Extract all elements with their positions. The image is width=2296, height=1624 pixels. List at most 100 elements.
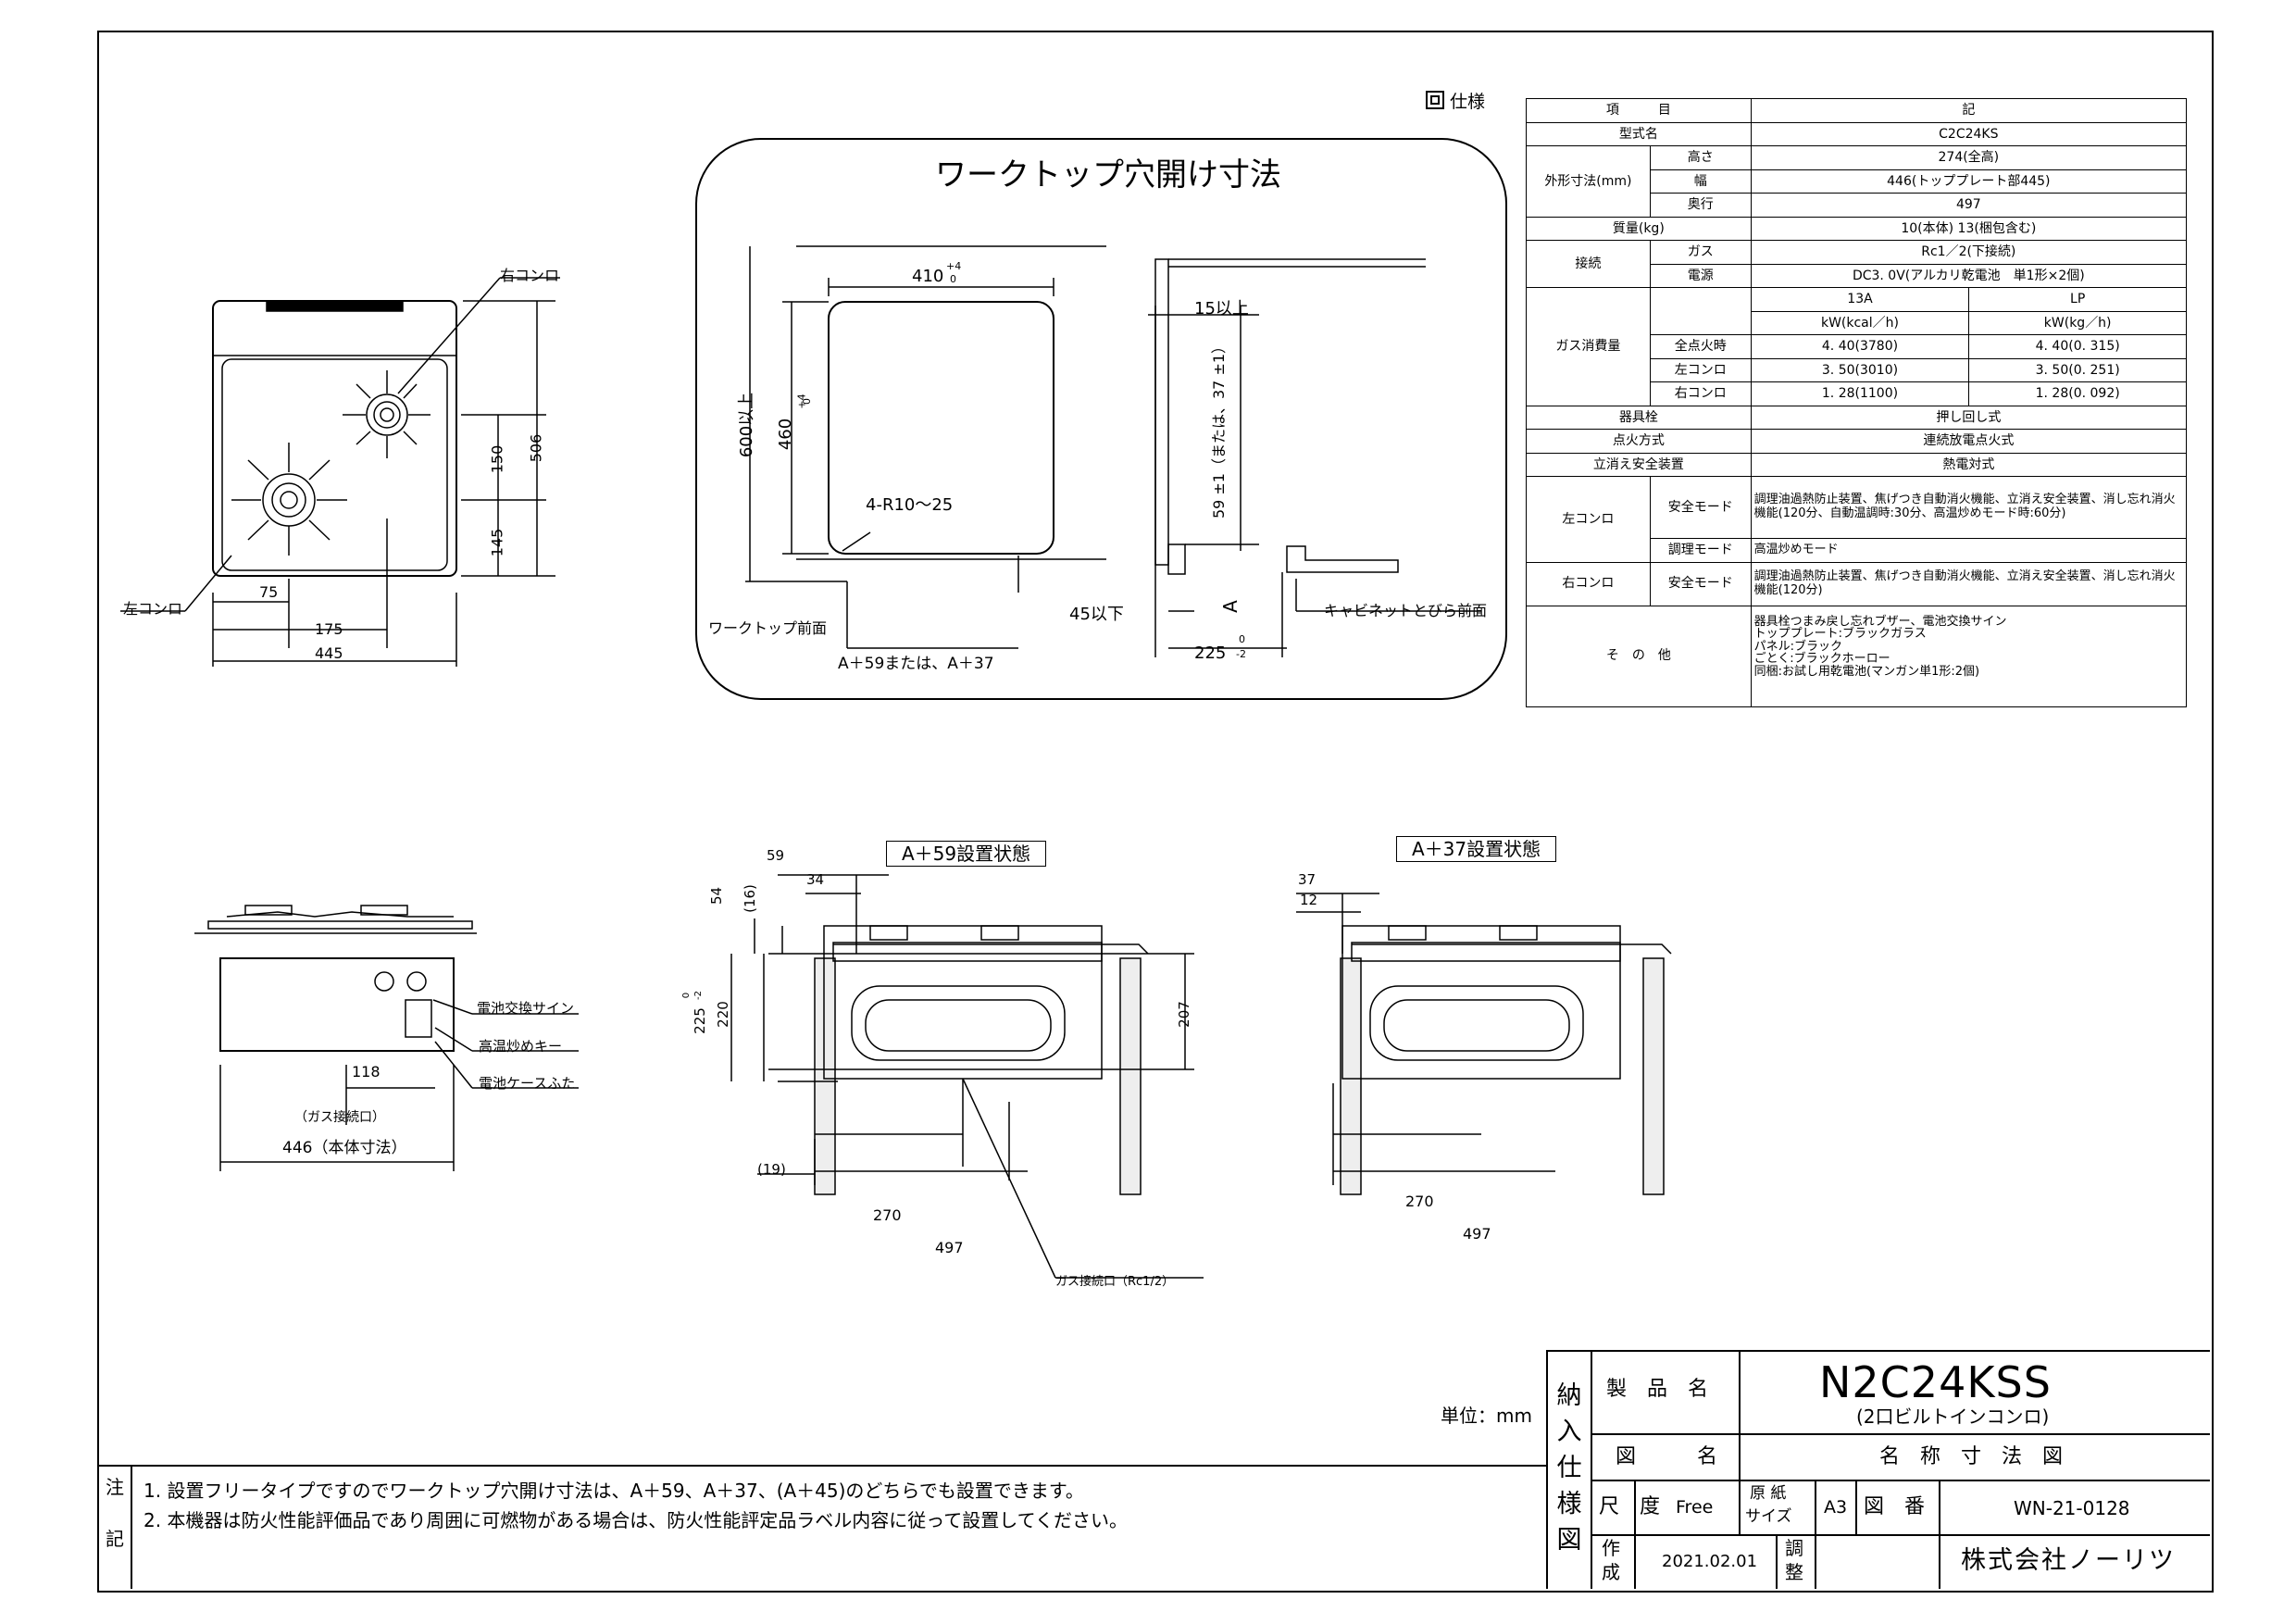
spec-right-label: 右コンロ bbox=[1649, 381, 1752, 406]
tb-made-label1: 作 bbox=[1602, 1537, 1620, 1559]
dim-37: 37 bbox=[1298, 871, 1316, 888]
spec-mass-label: 質量(kg) bbox=[1526, 216, 1752, 241]
dim-207: 207 bbox=[1175, 1001, 1192, 1028]
spec-h-label: 高さ bbox=[1649, 145, 1752, 170]
dim-75: 75 bbox=[259, 583, 279, 601]
tb-made-label2: 成 bbox=[1602, 1561, 1620, 1583]
tb-paper-label2: サイズ bbox=[1745, 1507, 1792, 1526]
tb-product-sub: (2口ビルトインコンロ) bbox=[1856, 1405, 2050, 1428]
spec-other: 器具栓つまみ戻し忘れブザー、電池交換サイントッププレート:ブラックガラスパネル:… bbox=[1750, 605, 2188, 707]
dim-150: 150 bbox=[488, 444, 506, 474]
tb-company: 株式会社ノーリツ bbox=[1961, 1546, 2176, 1575]
spec-power-label: 電源 bbox=[1649, 263, 1752, 288]
note-2: 2. 本機器は防火性能評価品であり周囲に可燃物がある場合は、防火性能評定品ラベル… bbox=[144, 1509, 1129, 1531]
spec-ign: 連続放電点火式 bbox=[1750, 429, 2188, 454]
dim-225-59: 225 bbox=[691, 1007, 708, 1034]
tb-check-label2: 整 bbox=[1785, 1561, 1803, 1583]
spec-icon bbox=[1424, 89, 1446, 111]
dim-12: 12 bbox=[1300, 892, 1318, 908]
drawing-border bbox=[97, 31, 2214, 1593]
spec-outer-label: 外形寸法(mm) bbox=[1526, 145, 1651, 218]
spec-d-label: 奥行 bbox=[1649, 193, 1752, 218]
spec-rc-safe: 調理油過熱防止装置、焦げつき自動消火機能、立消え安全装置、消し忘れ消火機能(12… bbox=[1750, 561, 2188, 606]
label-worktop-front: ワークトップ前面 bbox=[708, 619, 828, 637]
spec-model-label: 型式名 bbox=[1526, 121, 1752, 146]
tb-no: WN-21-0128 bbox=[2014, 1497, 2130, 1519]
dim-460: 460 bbox=[776, 418, 796, 451]
tb-date: 2021.02.01 bbox=[1662, 1552, 1758, 1571]
tb-no-label: 図 番 bbox=[1864, 1495, 1926, 1518]
spec-all-label: 全点火時 bbox=[1649, 334, 1752, 359]
notes-label-2: 記 bbox=[106, 1528, 124, 1550]
dim-600: 600以上 bbox=[737, 392, 757, 458]
dim-16: (16) bbox=[741, 884, 758, 913]
dim-45-under: 45以下 bbox=[1069, 605, 1124, 624]
note-1: 1. 設置フリータイプですのでワークトップ穴開け寸法は、A＋59、A＋37、(A… bbox=[144, 1480, 1084, 1502]
spec-rc-safemode-label: 安全モード bbox=[1649, 561, 1752, 606]
spec-model: C2C24KS bbox=[1750, 121, 2188, 146]
label-gas-port-rc: ガス接続口（Rc1/2） bbox=[1055, 1275, 1175, 1289]
label-a-formula: A＋59または、A＋37 bbox=[838, 655, 994, 673]
tb-scale: Free bbox=[1676, 1497, 1714, 1518]
spec-13a: 13A bbox=[1750, 287, 1970, 312]
label-battery-cover: 電池ケースふた bbox=[479, 1075, 576, 1092]
spec-u13a: kW(kcal／h) bbox=[1750, 310, 1970, 335]
side37-body bbox=[1341, 925, 1621, 1080]
workhole-frame bbox=[695, 138, 1507, 700]
spec-left13a: 3. 50(3010) bbox=[1750, 357, 1970, 382]
cutout-outline bbox=[828, 301, 1054, 555]
spec-rightlp: 1. 28(0. 092) bbox=[1968, 381, 2187, 406]
spec-safety-label: 立消え安全装置 bbox=[1526, 452, 1752, 477]
spec-gas: Rc1／2(下接続) bbox=[1750, 240, 2188, 265]
dim-a: A bbox=[1218, 600, 1242, 613]
spec-rc-label: 右コンロ bbox=[1526, 561, 1651, 606]
spec-right13a: 1. 28(1100) bbox=[1750, 381, 1970, 406]
dim-34: 34 bbox=[806, 871, 825, 888]
dim-225: 225 bbox=[1194, 643, 1227, 663]
dim-460-tol0: 0 bbox=[801, 398, 813, 405]
tb-scale-label: 尺 度 bbox=[1599, 1495, 1661, 1518]
notes-label-1: 注 bbox=[106, 1476, 124, 1498]
tb-drawing: 名 称 寸 法 図 bbox=[1879, 1445, 2064, 1468]
spec-other-label: そ の 他 bbox=[1526, 605, 1752, 707]
tb-product: N2C24KSS bbox=[1819, 1357, 2052, 1407]
label-left-burner: 左コンロ bbox=[123, 600, 183, 618]
spec-col-item: 項 目 bbox=[1526, 98, 1752, 123]
spec-alllp: 4. 40(0. 315) bbox=[1968, 334, 2187, 359]
dim-410-tol0: 0 bbox=[950, 273, 956, 285]
spec-safemode-label: 安全モード bbox=[1649, 476, 1752, 539]
tb-paper: A3 bbox=[1824, 1497, 1848, 1518]
dim-220: 220 bbox=[714, 1001, 731, 1028]
dim-225-59-tol0: 0 bbox=[681, 992, 693, 999]
spec-valve: 押し回し式 bbox=[1750, 405, 2188, 430]
dim-445: 445 bbox=[315, 644, 343, 662]
tb-paper-label1: 原 紙 bbox=[1750, 1484, 1787, 1503]
workhole-title: ワークトップ穴開け寸法 bbox=[935, 156, 1281, 194]
spec-col-note: 記 bbox=[1750, 98, 2188, 123]
dim-225-59-tolm: -2 bbox=[693, 991, 704, 1000]
titleblock-side: 納入仕様図 bbox=[1556, 1381, 1582, 1555]
spec-ulp: kW(kg／h) bbox=[1968, 310, 2187, 335]
spec-lc-label: 左コンロ bbox=[1526, 476, 1651, 563]
dim-270-37: 270 bbox=[1405, 1193, 1434, 1210]
dim-19: (19) bbox=[757, 1161, 786, 1178]
tb-product-label: 製 品 名 bbox=[1606, 1378, 1709, 1401]
dim-225-tolm2: -2 bbox=[1236, 648, 1246, 660]
dim-270-59: 270 bbox=[873, 1206, 902, 1224]
dim-54: 54 bbox=[708, 886, 726, 906]
dim-225-tol0: 0 bbox=[1239, 633, 1245, 645]
dim-59-side: 59 ±1（または、37 ±1） bbox=[1210, 338, 1229, 519]
spec-power: DC3. 0V(アルカリ乾電池 単1形×2個) bbox=[1750, 263, 2188, 288]
spec-lc-cook: 高温炒めモード bbox=[1750, 538, 2188, 563]
spec-leftlp: 3. 50(0. 251) bbox=[1968, 357, 2187, 382]
label-body-size: 446（本体寸法） bbox=[282, 1139, 407, 1157]
spec-w-label: 幅 bbox=[1649, 169, 1752, 194]
spec-all13a: 4. 40(3780) bbox=[1750, 334, 1970, 359]
spec-valve-label: 器具栓 bbox=[1526, 405, 1752, 430]
dim-59: 59 bbox=[767, 847, 785, 864]
dim-145: 145 bbox=[488, 528, 506, 557]
label-high-temp-key: 高温炒めキー bbox=[479, 1038, 563, 1055]
dim-410: 410 bbox=[912, 267, 944, 286]
